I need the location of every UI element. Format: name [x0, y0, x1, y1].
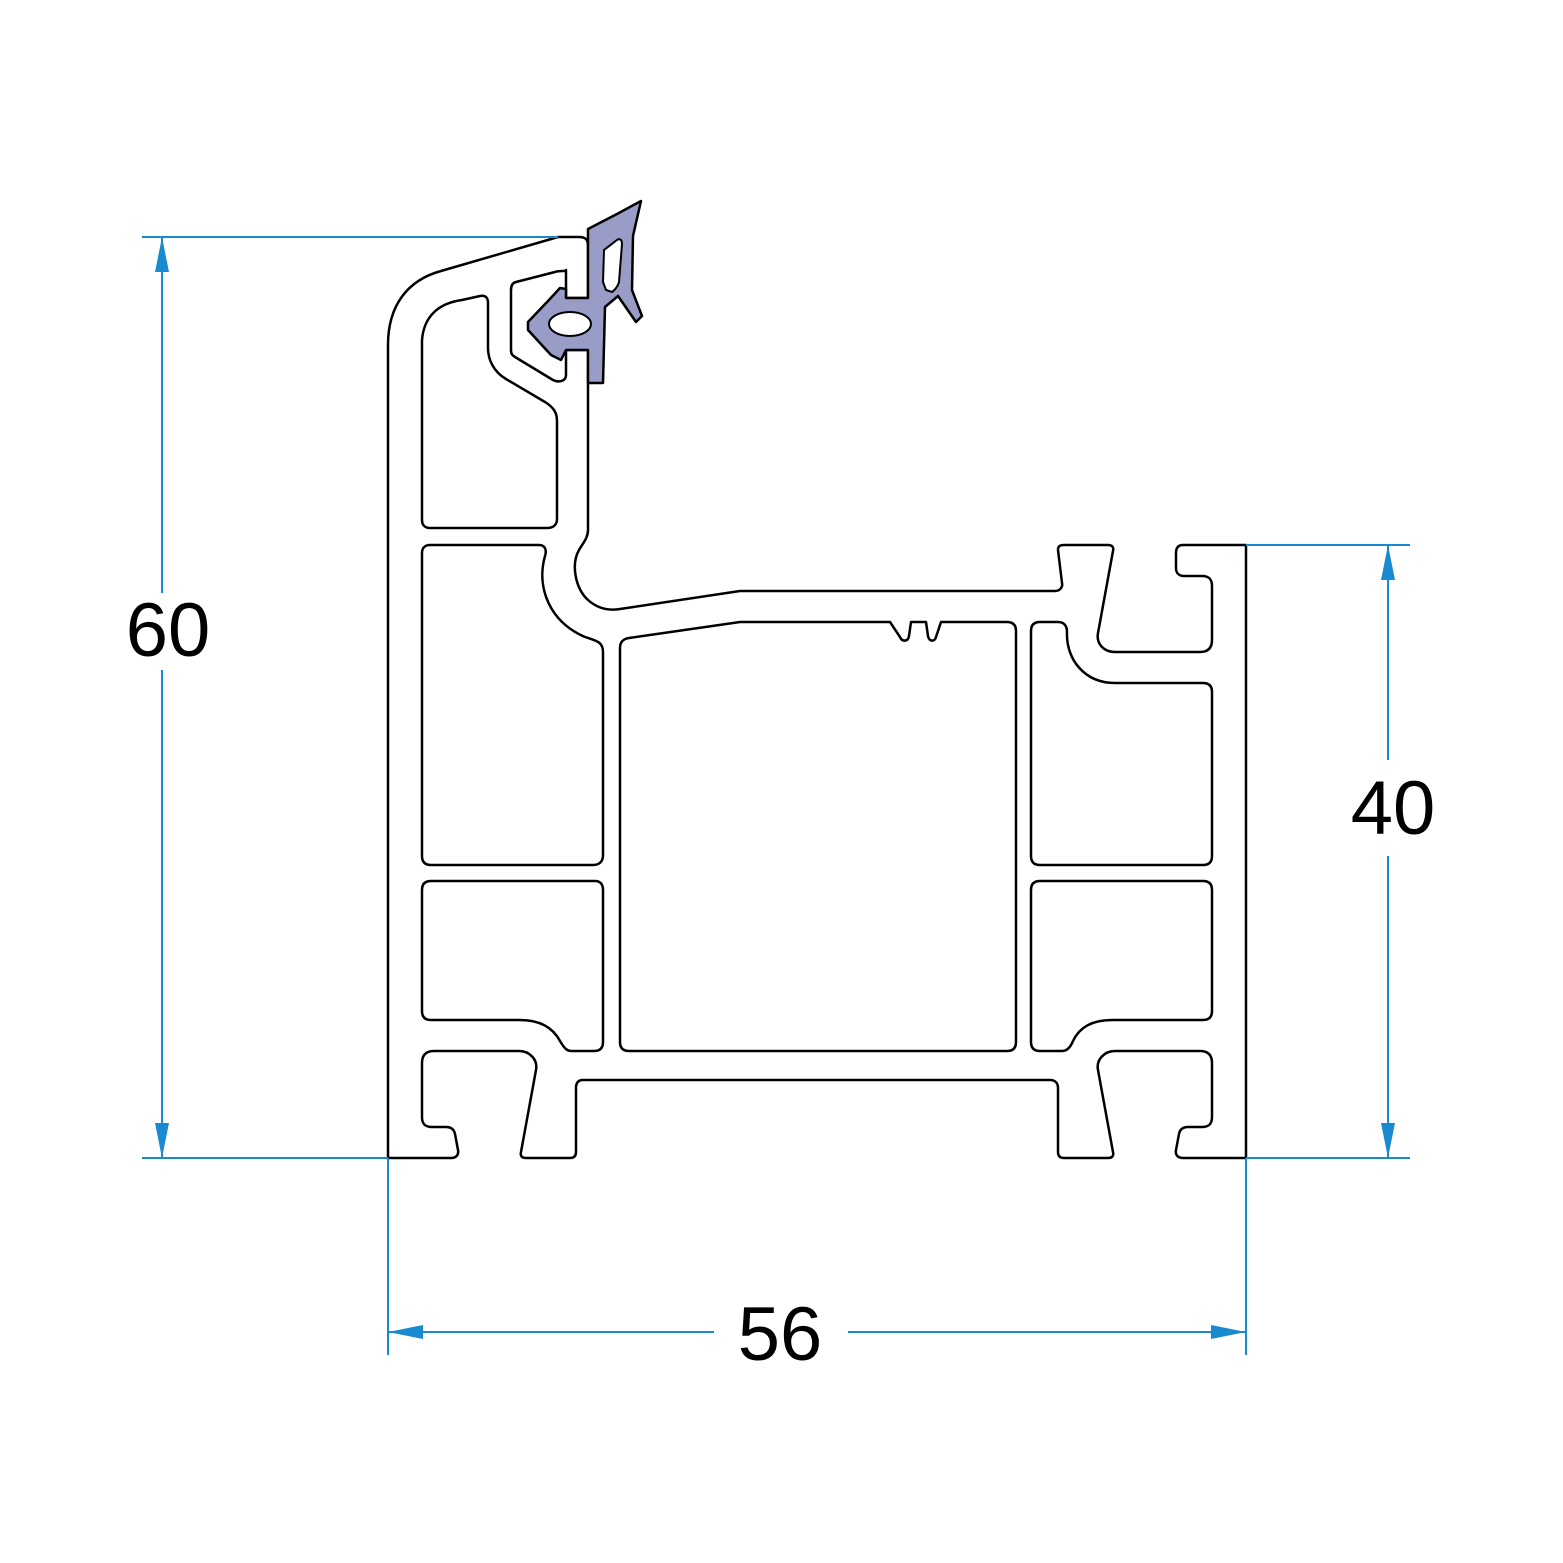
arrow-40-top: [1381, 545, 1395, 580]
arrow-60-top: [155, 237, 169, 272]
chamber-top-left: [420, 294, 559, 530]
arrow-60-bottom: [155, 1123, 169, 1158]
rubber-gasket: [526, 199, 644, 385]
gasket-hollow-core: [548, 311, 592, 337]
arrow-40-bottom: [1381, 1123, 1395, 1158]
chamber-center: [618, 620, 1018, 1053]
pvc-profile: [386, 235, 1248, 1160]
gasket-inner-slot: [601, 238, 624, 294]
arrow-56-right: [1211, 1325, 1246, 1339]
dimension-label-56: 56: [738, 1292, 823, 1377]
dimension-label-40: 40: [1351, 766, 1436, 851]
chamber-right-middle: [1029, 620, 1214, 867]
chamber-right-lower: [1029, 879, 1214, 1053]
dimension-label-60: 60: [126, 588, 211, 673]
arrow-56-left: [388, 1325, 423, 1339]
chamber-left-middle: [420, 543, 605, 867]
chamber-left-lower: [420, 879, 605, 1053]
dimension-annotations: [142, 236, 1410, 1355]
